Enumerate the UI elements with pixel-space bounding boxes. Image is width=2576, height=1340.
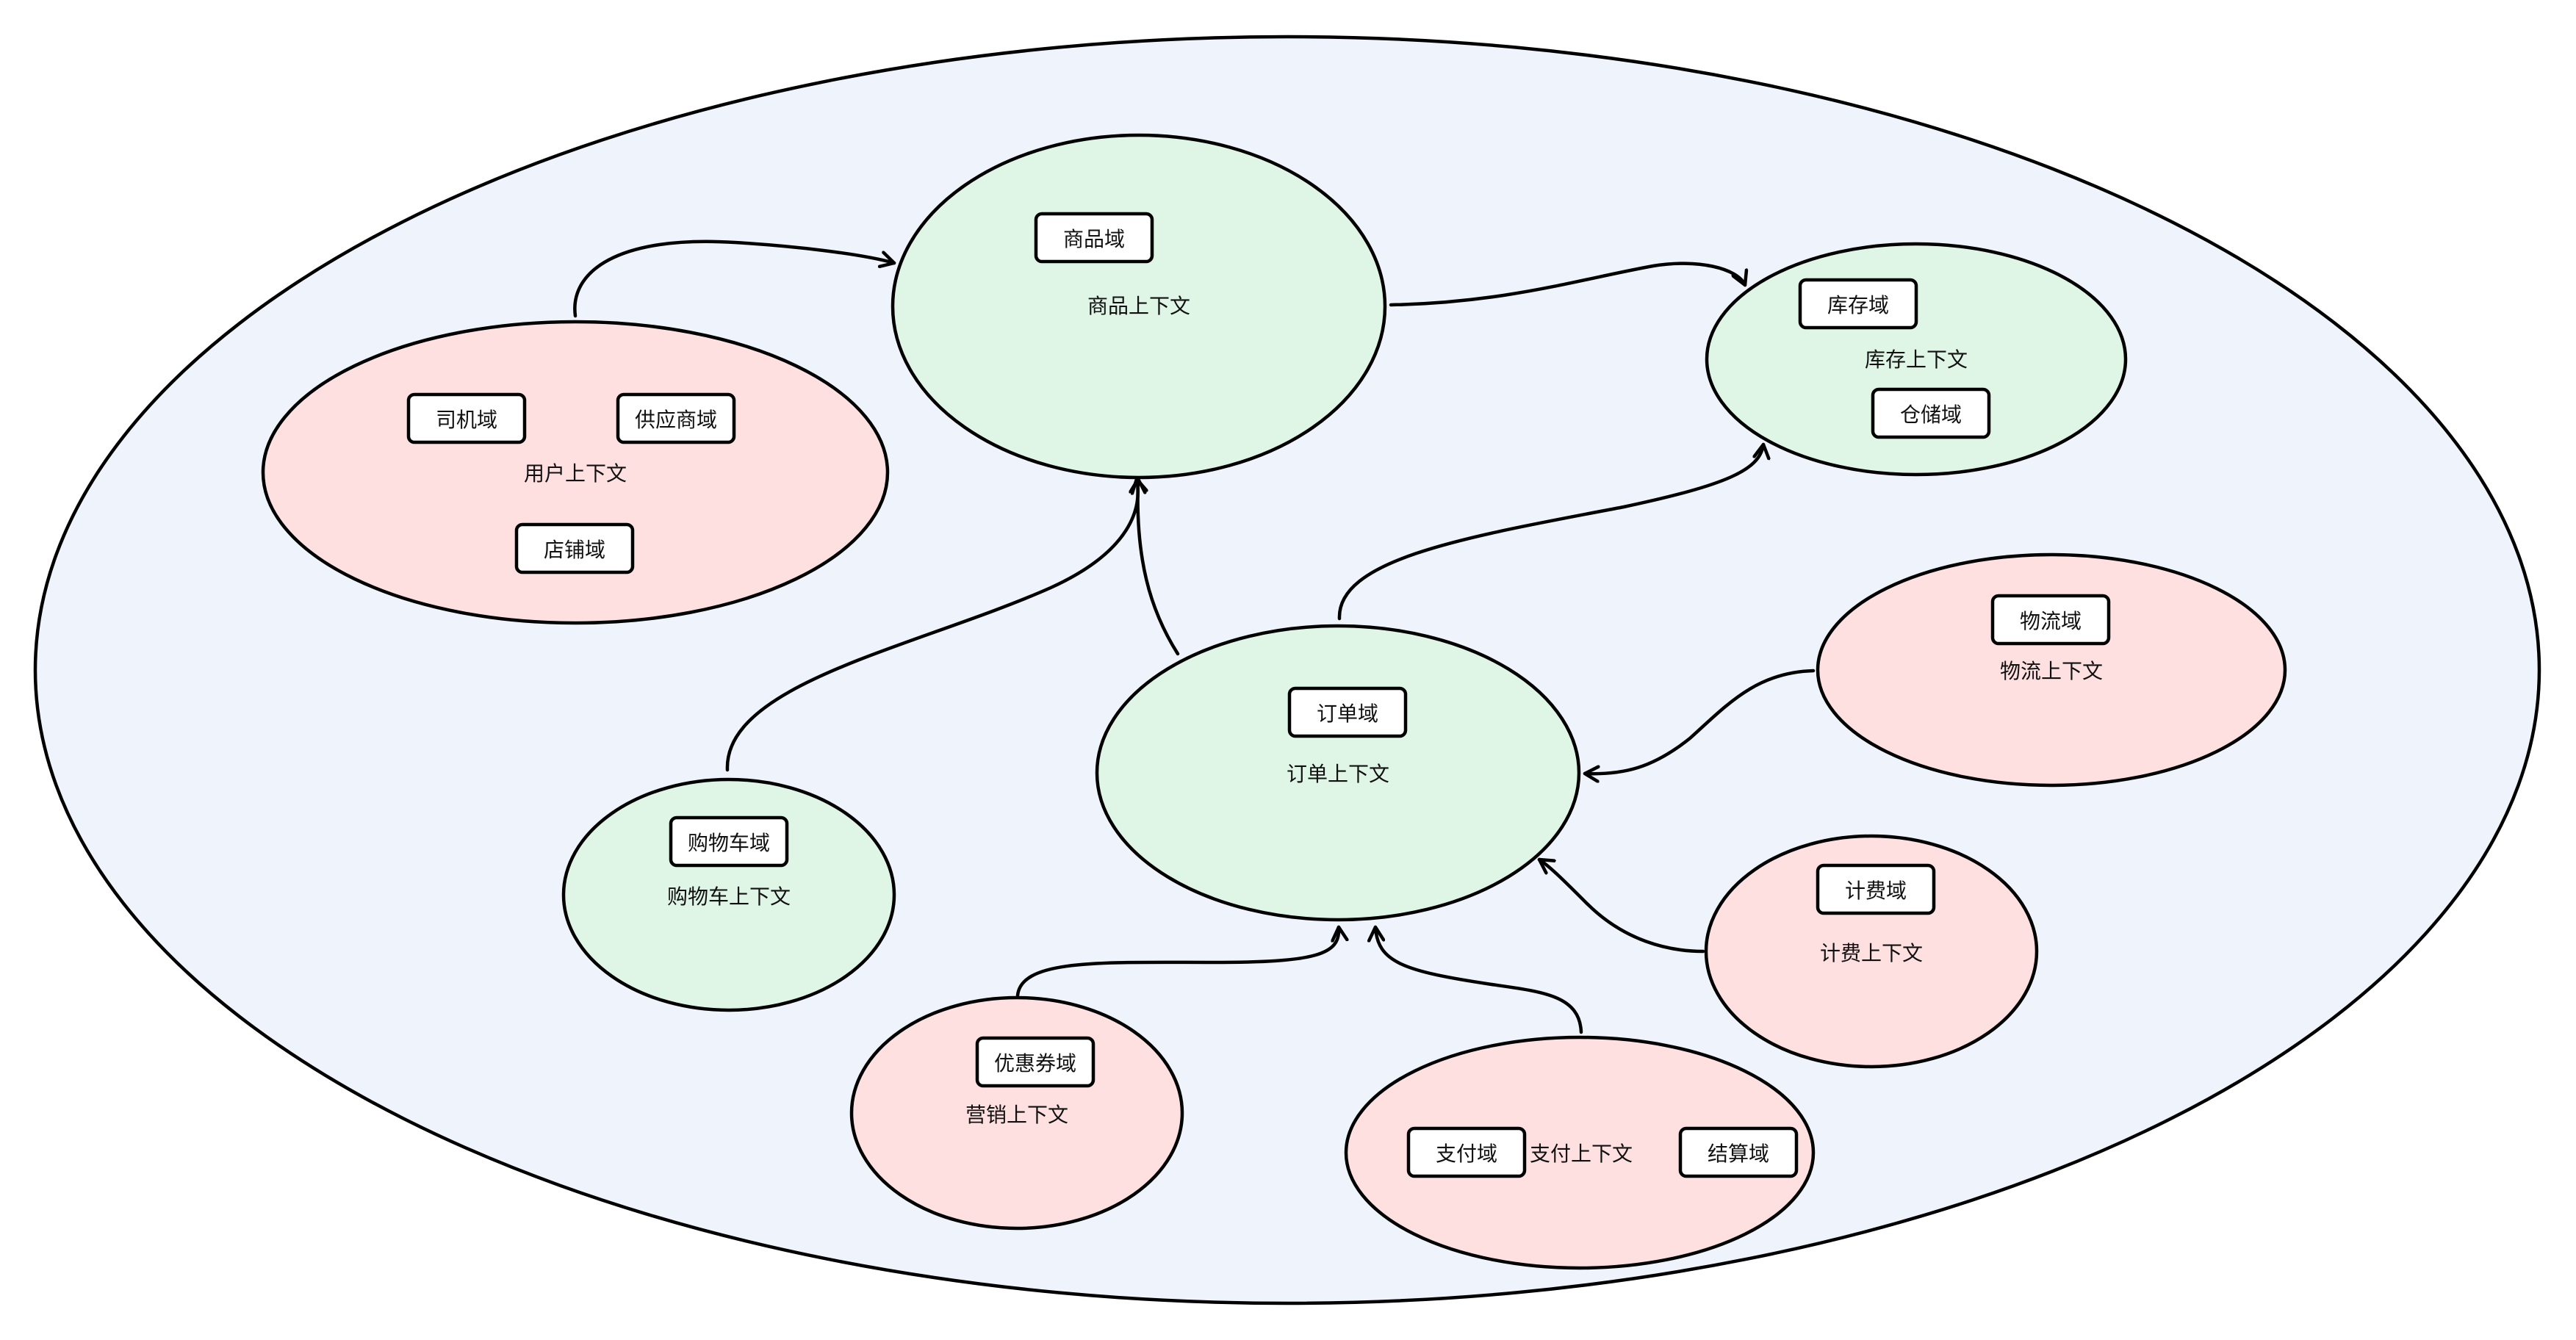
domain-label-logistics: 物流域 <box>2020 609 2082 633</box>
domain-box-coupon <box>975 1036 1095 1088</box>
domain-box-shop <box>514 522 635 574</box>
domain-label-supplier: 供应商域 <box>635 408 717 432</box>
context-marketing-ellipse <box>849 995 1184 1231</box>
context-payment-ellipse <box>1344 1035 1816 1270</box>
edge-order-to-inventory <box>1337 442 1763 621</box>
domain-label-settlement: 结算域 <box>1708 1142 1769 1166</box>
domain-box-supplier <box>616 392 736 444</box>
domain-label-shop: 店铺域 <box>544 538 605 562</box>
context-label-logistics: 物流上下文 <box>2000 659 2103 683</box>
domain-box-logistics <box>1990 594 2111 646</box>
domain-box-inventory <box>1798 278 1918 330</box>
edge-billing-to-order <box>1537 857 1705 954</box>
domain-box-billing <box>1816 863 1936 915</box>
context-user: 司机域 供应商域 用户上下文 店铺域 <box>261 320 890 625</box>
domain-box-driver <box>406 392 527 444</box>
context-product-ellipse <box>891 133 1387 480</box>
edge-marketing-to-order <box>1015 925 1339 998</box>
context-payment: 支付域 支付上下文 结算域 <box>1344 1035 1816 1270</box>
edge-product-to-inventory <box>1389 262 1745 307</box>
edge-logistics-to-order <box>1583 669 1816 774</box>
domain-box-product <box>1034 212 1154 264</box>
context-order-ellipse <box>1095 624 1581 922</box>
context-label-marketing: 营销上下文 <box>965 1103 1068 1127</box>
context-inventory: 库存域 库存上下文 仓储域 <box>1705 242 2128 477</box>
context-label-billing: 计费上下文 <box>1820 941 1923 965</box>
context-marketing: 优惠券域 营销上下文 <box>849 995 1184 1231</box>
context-label-user: 用户上下文 <box>524 461 627 486</box>
domain-label-coupon: 优惠券域 <box>994 1051 1076 1076</box>
domain-label-product: 商品域 <box>1063 227 1125 251</box>
edge-user-to-product <box>573 239 896 318</box>
context-label-product: 商品上下文 <box>1087 294 1190 318</box>
context-label-order: 订单上下文 <box>1287 762 1389 786</box>
edge-order-to-product <box>1137 477 1180 656</box>
context-billing-ellipse <box>1704 834 2039 1069</box>
domain-label-inventory: 库存域 <box>1827 293 1889 317</box>
context-billing: 计费域 计费上下文 <box>1704 834 2039 1069</box>
edge-payment-to-order <box>1375 925 1583 1034</box>
domain-label-billing: 计费域 <box>1845 879 1907 903</box>
context-cart-ellipse <box>561 777 896 1012</box>
domain-label-payment: 支付域 <box>1436 1142 1497 1166</box>
domain-box-warehouse <box>1871 387 1991 439</box>
context-label-cart: 购物车上下文 <box>667 885 791 909</box>
domain-label-driver: 司机域 <box>436 408 497 432</box>
domain-label-order: 订单域 <box>1317 702 1378 726</box>
context-label-payment: 支付上下文 <box>1530 1142 1633 1166</box>
domain-box-payment <box>1406 1126 1527 1178</box>
domain-label-cart: 购物车域 <box>688 831 770 855</box>
domain-box-order <box>1287 686 1408 738</box>
domain-box-settlement <box>1678 1126 1799 1178</box>
context-logistics-ellipse <box>1816 552 2287 788</box>
context-cart: 购物车域 购物车上下文 <box>561 777 896 1012</box>
context-label-inventory: 库存上下文 <box>1865 347 1968 372</box>
domain-box-cart <box>669 815 789 868</box>
domain-label-warehouse: 仓储域 <box>1900 403 1962 427</box>
context-logistics: 物流域 物流上下文 <box>1816 552 2287 788</box>
context-order: 订单域 订单上下文 <box>1095 624 1581 922</box>
edge-cart-to-product <box>725 477 1138 772</box>
context-product: 商品域 商品上下文 <box>891 133 1387 480</box>
